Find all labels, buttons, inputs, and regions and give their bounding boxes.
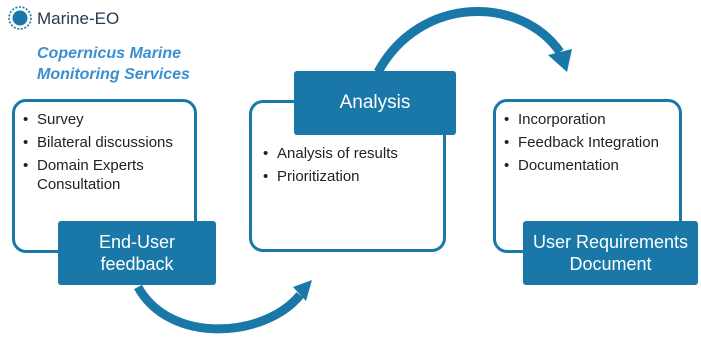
step-item: Survey bbox=[21, 110, 194, 129]
arrow-head-icon bbox=[293, 280, 312, 301]
step-item: Bilateral discussions bbox=[21, 133, 194, 152]
logo-tagline-line: Monitoring Services bbox=[37, 66, 190, 83]
step-item: Feedback Integration bbox=[502, 133, 659, 152]
step-item: Analysis of results bbox=[261, 144, 398, 163]
step-title-line: Analysis bbox=[339, 92, 411, 113]
step-item: Domain Experts Consultation bbox=[21, 156, 194, 194]
logo-tagline-line: Copernicus Marine bbox=[37, 45, 182, 62]
arrow-head-icon bbox=[548, 49, 572, 72]
step-item-list: Incorporation Feedback Integration Docum… bbox=[502, 110, 659, 179]
step-item: Incorporation bbox=[502, 110, 659, 129]
arrow-feedback-to-analysis bbox=[134, 284, 304, 334]
step-title-line: feedback bbox=[100, 254, 174, 274]
step-title-line: Document bbox=[569, 254, 652, 274]
logo-name: Marine-EO bbox=[37, 9, 120, 28]
logo: Marine-EO Copernicus Marine Monitoring S… bbox=[8, 6, 228, 86]
step-item-list: Survey Bilateral discussions Domain Expe… bbox=[21, 110, 194, 198]
step-title-line: End-User bbox=[98, 232, 176, 252]
step-title-line: User Requirements bbox=[532, 232, 689, 252]
step-item-list: Analysis of results Prioritization bbox=[261, 144, 398, 190]
step-title-user-requirements: User Requirements Document bbox=[523, 221, 698, 285]
marine-eo-logo-icon bbox=[8, 6, 32, 30]
step-item: Prioritization bbox=[261, 167, 398, 186]
step-title-analysis: Analysis bbox=[294, 71, 456, 135]
step-title-end-user-feedback: End-User feedback bbox=[58, 221, 216, 285]
logo-tagline: Copernicus Marine Monitoring Services bbox=[37, 43, 190, 85]
step-item: Documentation bbox=[502, 156, 659, 175]
arrow-analysis-to-document bbox=[374, 6, 564, 75]
